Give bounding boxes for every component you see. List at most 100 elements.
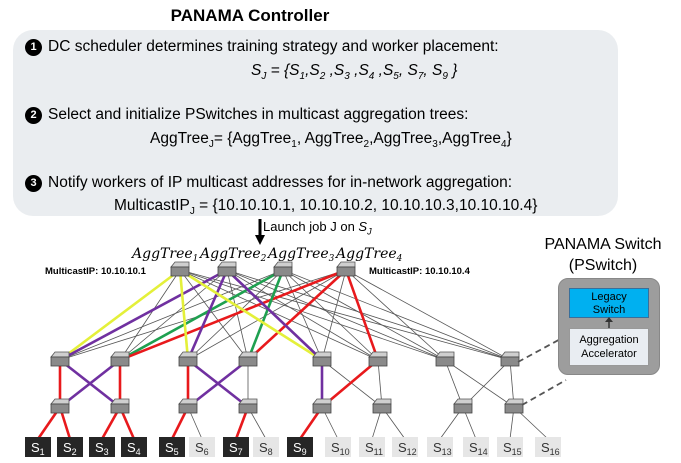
network-link <box>179 269 249 361</box>
edge-switch <box>453 398 473 414</box>
server-node: S8 <box>253 437 279 457</box>
launch-label: Launch job J on SJ <box>263 219 372 237</box>
network-link <box>186 267 229 361</box>
step-1: 1 DC scheduler determines training strate… <box>25 38 499 56</box>
controller-title: PANAMA Controller <box>170 6 330 25</box>
multicast-label-left: MulticastIP: 10.10.10.1 <box>45 266 147 277</box>
edge-switch <box>372 398 392 414</box>
pswitch-box: Legacy Switch Aggregation Accelerator <box>558 278 660 375</box>
server-label: S10 <box>331 440 350 457</box>
network-link <box>247 267 349 361</box>
network-link <box>343 267 380 361</box>
step-text: Notify workers of IP multicast addresses… <box>48 174 513 191</box>
aggtree-label-4: AggTree4 <box>334 246 403 264</box>
server-label: S16 <box>541 440 560 457</box>
accel-label: Aggregation <box>579 334 639 346</box>
server-node: S2 <box>57 437 83 457</box>
server-node: S12 <box>392 437 418 457</box>
aggregation-switch <box>312 351 332 367</box>
server-label: S12 <box>398 440 417 457</box>
network-link <box>282 269 323 361</box>
edge-switch <box>238 398 258 414</box>
server-node: S11 <box>359 437 385 457</box>
network-link <box>444 359 515 408</box>
network-link <box>119 269 181 361</box>
aggregation-accelerator-block: Aggregation Accelerator <box>569 328 649 366</box>
step-number: 2 <box>25 107 42 124</box>
aggtree-label-1: AggTree1 <box>130 246 198 264</box>
network-link <box>187 269 347 361</box>
legacy-switch-block: Legacy Switch <box>569 288 649 318</box>
network-link <box>179 269 511 361</box>
server-node: S6 <box>189 437 215 457</box>
server-label: S9 <box>293 440 307 457</box>
edge-switch <box>312 398 332 414</box>
aggtree-label-2: AggTree2 <box>198 246 267 264</box>
pswitch-title-line: PANAMA Switch <box>544 236 662 253</box>
network-link <box>119 268 349 362</box>
network-link <box>345 269 446 361</box>
aggregation-switch <box>500 351 520 367</box>
network-link <box>226 269 249 361</box>
servers: S1 S2 S3 S4 S5 S6 S7 S8 S9 S10 S11 S12 S13 S14 S15 S16 <box>25 437 561 457</box>
accel-label: Accelerator <box>581 348 637 360</box>
network-link <box>345 269 511 361</box>
network-link <box>179 269 446 361</box>
aggregation-switch <box>368 351 388 367</box>
server-label: S3 <box>95 440 109 457</box>
switches <box>50 261 524 414</box>
server-label: S1 <box>31 440 45 457</box>
network-link <box>179 269 379 361</box>
aggregation-switch <box>435 351 455 367</box>
network-link <box>246 267 285 361</box>
server-node: S13 <box>427 437 453 457</box>
server-label: S11 <box>365 440 383 457</box>
server-label: S5 <box>165 440 179 457</box>
pswitch-callout-line <box>521 379 567 406</box>
network-link <box>187 358 249 409</box>
server-node: S15 <box>497 437 523 457</box>
edge-switch <box>504 398 524 414</box>
server-node: S10 <box>325 437 351 457</box>
network-link <box>59 269 284 361</box>
edge-switch <box>50 398 70 414</box>
server-node: S4 <box>121 437 147 457</box>
core-switch <box>273 261 293 277</box>
edge-switch <box>178 398 198 414</box>
step-number: 1 <box>25 39 42 56</box>
network-link <box>59 358 121 409</box>
core-switch <box>336 261 356 277</box>
pswitch-title-line: (PSwitch) <box>568 257 638 274</box>
aggregation-switch <box>178 351 198 367</box>
multicast-label-right: MulticastIP: 10.10.10.4 <box>369 266 471 277</box>
server-node: S16 <box>535 437 561 457</box>
server-label: S4 <box>127 440 141 457</box>
step-text: Select and initialize PSwitches in multi… <box>48 106 469 123</box>
launch-text: Launch job J on <box>263 219 359 234</box>
server-node: S14 <box>463 437 489 457</box>
server-label: S15 <box>503 440 522 457</box>
server-label: S7 <box>229 440 243 457</box>
legacy-label: Switch <box>592 304 626 316</box>
server-label: S2 <box>63 440 77 457</box>
step-2: 2 Select and initialize PSwitches in mult… <box>25 106 468 124</box>
network-link <box>59 268 183 362</box>
network-link <box>226 269 446 361</box>
accel-up-arrow <box>605 317 613 328</box>
network-link <box>224 267 323 361</box>
step-text: DC scheduler determines training strateg… <box>48 38 499 55</box>
launch-var: S <box>358 219 368 234</box>
multicast-formula: MulticastIPJ = {10.10.10.1, 10.10.10.2, … <box>114 197 538 218</box>
server-label: S14 <box>469 440 488 457</box>
controller-panel: 1 DC scheduler determines training strate… <box>13 30 618 218</box>
network-link <box>177 268 323 362</box>
server-node: S5 <box>159 437 185 457</box>
network-link <box>119 268 286 362</box>
aggregation-links <box>36 267 380 440</box>
core-switch <box>217 261 237 277</box>
network-link <box>176 267 190 361</box>
aggregation-switch <box>238 351 258 367</box>
launch-sub: J <box>367 226 372 237</box>
